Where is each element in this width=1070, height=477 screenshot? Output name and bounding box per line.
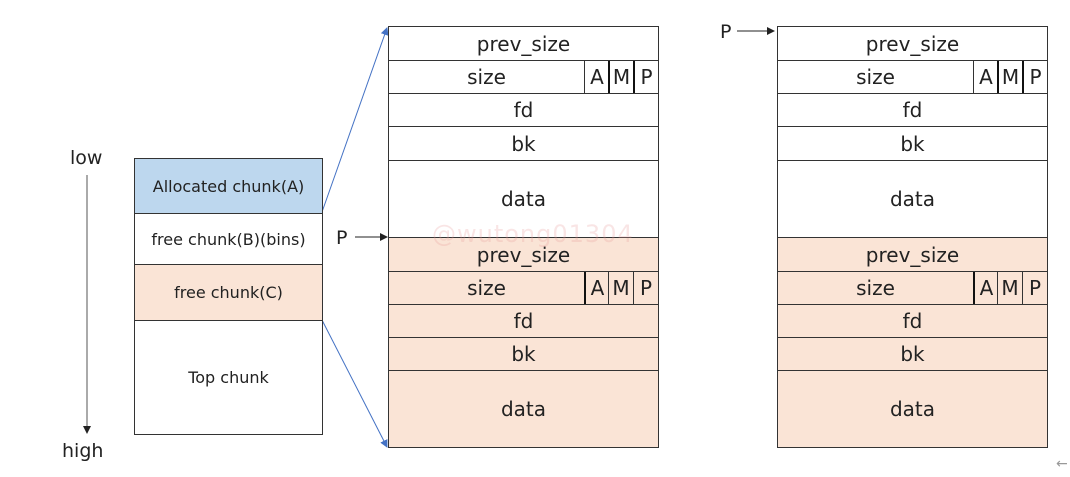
flag-m: M: [608, 272, 633, 304]
bk-field: bk: [388, 337, 659, 371]
prev-size-field: prev_size: [777, 26, 1048, 61]
fd-field: fd: [777, 93, 1048, 127]
flag-p: P: [1022, 61, 1047, 93]
zoom-line-bottom: [321, 319, 388, 448]
watermark: @wutong01304: [432, 220, 634, 248]
top-chunk: Top chunk: [134, 320, 323, 435]
bk-field: bk: [777, 337, 1048, 371]
size-label: size: [856, 65, 895, 89]
flag-p: P: [633, 61, 658, 93]
flag-a: A: [584, 272, 609, 304]
size-field: size A M P: [388, 271, 659, 305]
size-field: size A M P: [388, 60, 659, 94]
pointer-label-middle: P: [336, 227, 348, 249]
allocated-chunk-a: Allocated chunk(A): [134, 158, 323, 214]
fd-field: fd: [388, 93, 659, 127]
flag-m: M: [997, 61, 1022, 93]
pointer-label-right: P: [720, 21, 732, 43]
size-label: size: [467, 65, 506, 89]
flag-a: A: [973, 61, 998, 93]
prev-size-field: prev_size: [777, 237, 1048, 272]
bk-field: bk: [388, 126, 659, 161]
flag-p: P: [633, 272, 658, 304]
size-field: size A M P: [777, 60, 1048, 94]
free-chunk-b: free chunk(B)(bins): [134, 213, 323, 265]
flag-a: A: [584, 61, 609, 93]
flag-p: P: [1022, 272, 1047, 304]
bk-field: bk: [777, 126, 1048, 161]
prev-size-field: prev_size: [388, 237, 659, 272]
data-field: data: [388, 370, 659, 448]
data-field: data: [777, 160, 1048, 238]
size-label: size: [467, 276, 506, 300]
flag-m: M: [608, 61, 633, 93]
size-label: size: [856, 276, 895, 300]
data-field: data: [777, 370, 1048, 448]
free-chunk-c: free chunk(C): [134, 264, 323, 321]
prev-size-field: prev_size: [388, 26, 659, 61]
low-label: low: [70, 147, 103, 169]
flag-m: M: [997, 272, 1022, 304]
back-arrow-icon[interactable]: ←: [1056, 456, 1068, 472]
high-label: high: [62, 440, 104, 462]
zoom-line-top: [321, 27, 389, 213]
fd-field: fd: [777, 304, 1048, 338]
fd-field: fd: [388, 304, 659, 338]
size-field: size A M P: [777, 271, 1048, 305]
flag-a: A: [973, 272, 998, 304]
